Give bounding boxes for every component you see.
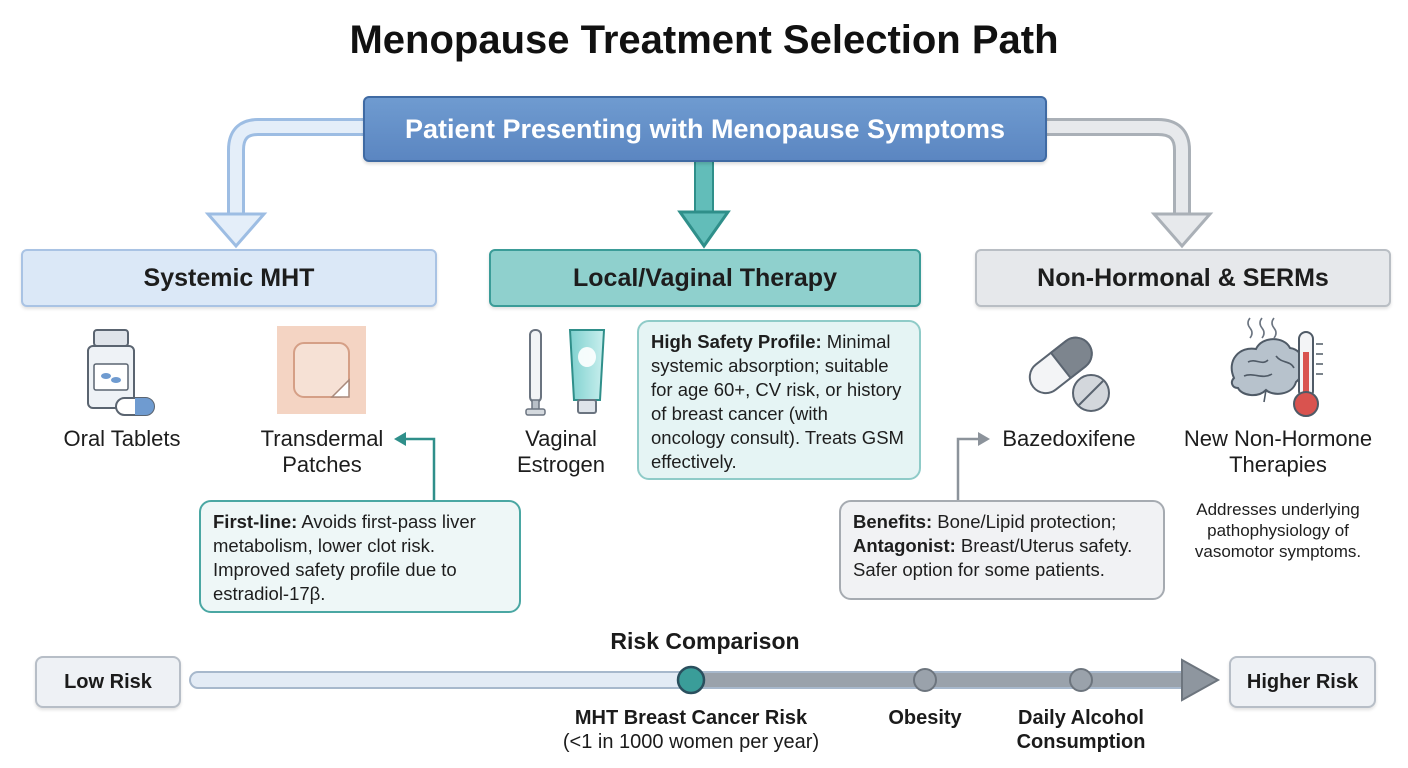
arrow-to-local bbox=[677, 159, 731, 249]
note-safer-text: Safer option for some patients. bbox=[853, 559, 1105, 580]
newtx-line1: New Non-Hormone bbox=[1183, 426, 1373, 451]
risk-alcohol-line1: Daily Alcohol bbox=[1018, 707, 1144, 729]
risk-high-label: Higher Risk bbox=[1229, 656, 1376, 708]
label-new-therapies: New Non-Hormone Therapies bbox=[1168, 426, 1388, 478]
diagram-title: Menopause Treatment Selection Path bbox=[349, 18, 1059, 62]
applicator-icon bbox=[525, 329, 546, 416]
patches-line1: Transdermal bbox=[260, 426, 384, 451]
vaginal-line2: Estrogen bbox=[516, 452, 606, 477]
bazedoxifene-text: Bazedoxifene bbox=[1002, 426, 1136, 451]
pill-bottle-icon bbox=[87, 329, 155, 416]
marker-alcohol bbox=[1069, 668, 1093, 692]
label-bazedoxifene: Bazedoxifene bbox=[994, 426, 1144, 452]
note-antagonist-bold: Antagonist: bbox=[853, 535, 956, 556]
risk-obesity-text: Obesity bbox=[888, 707, 962, 729]
note-addresses: Addresses underlying pathophysiology of … bbox=[1194, 500, 1362, 561]
note-first-line: First-line: Avoids first-pass liver meta… bbox=[199, 500, 521, 613]
patch-icon bbox=[277, 326, 366, 414]
note-benefits-bold: Benefits: bbox=[853, 511, 933, 532]
note-safety-text: Minimal systemic absorption; suitable fo… bbox=[651, 331, 904, 472]
note-benefits-text: Bone/Lipid protection; bbox=[932, 511, 1117, 532]
marker-obesity bbox=[913, 668, 937, 692]
label-vaginal-estrogen: Vaginal Estrogen bbox=[505, 426, 617, 478]
arrow-firstline-to-patches bbox=[394, 432, 436, 500]
label-transdermal-patches: Transdermal Patches bbox=[240, 426, 404, 478]
patches-line2: Patches bbox=[282, 452, 362, 477]
note-firstline-text: Avoids first-pass liver metabolism, lowe… bbox=[213, 511, 476, 604]
risk-label-alcohol: Daily Alcohol Consumption bbox=[996, 706, 1166, 754]
arrow-to-nonhormonal bbox=[1043, 118, 1214, 249]
risk-label-obesity: Obesity bbox=[860, 706, 990, 730]
note-antagonist-text: Breast/Uterus safety. bbox=[955, 535, 1133, 556]
oral-tablets-text: Oral Tablets bbox=[63, 426, 181, 451]
arrow-benefits-to-bazedoxifene bbox=[956, 432, 990, 500]
capsule-icon bbox=[1028, 336, 1093, 395]
note-firstline-bold: First-line: bbox=[213, 511, 298, 532]
note-high-safety: High Safety Profile: Minimal systemic ab… bbox=[637, 320, 921, 480]
note-benefits: Benefits: Bone/Lipid protection; Antagon… bbox=[839, 500, 1165, 600]
note-safety-bold: High Safety Profile: bbox=[651, 331, 822, 352]
risk-alcohol-line2: Consumption bbox=[1016, 731, 1146, 753]
tablet-icon bbox=[1072, 374, 1110, 412]
root-node: Patient Presenting with Menopause Sympto… bbox=[363, 96, 1047, 162]
risk-label-mht: MHT Breast Cancer Risk (<1 in 1000 women… bbox=[540, 706, 842, 754]
thermometer-icon bbox=[1293, 331, 1323, 417]
brain-icon bbox=[1230, 317, 1305, 403]
label-oral-tablets: Oral Tablets bbox=[44, 426, 200, 452]
risk-mht-line2: (<1 in 1000 women per year) bbox=[562, 731, 820, 753]
category-local: Local/Vaginal Therapy bbox=[489, 249, 921, 307]
category-nonhormonal: Non-Hormonal & SERMs bbox=[975, 249, 1391, 307]
marker-mht bbox=[676, 665, 706, 695]
arrow-to-systemic bbox=[204, 118, 363, 249]
cream-tube-icon bbox=[568, 329, 606, 414]
category-systemic: Systemic MHT bbox=[21, 249, 437, 307]
vaginal-line1: Vaginal bbox=[525, 426, 597, 451]
risk-mht-line1: MHT Breast Cancer Risk bbox=[574, 707, 808, 729]
risk-low-label: Low Risk bbox=[35, 656, 181, 708]
newtx-line2: Therapies bbox=[1229, 452, 1327, 477]
risk-title: Risk Comparison bbox=[610, 628, 800, 654]
